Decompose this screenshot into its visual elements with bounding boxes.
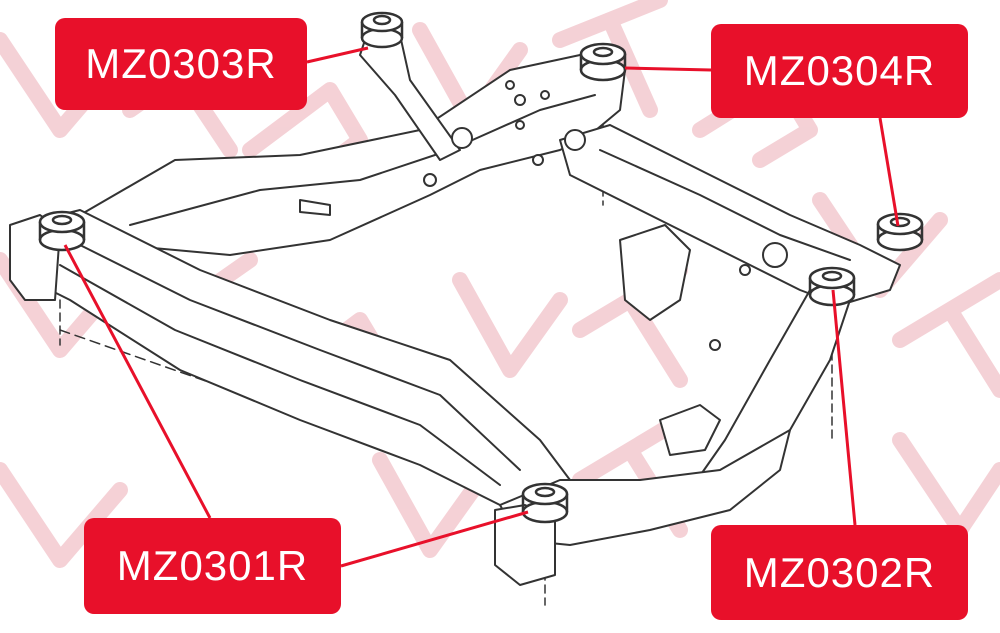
bushing-mz0302r [808,266,856,307]
leader-lines [63,46,900,568]
part-label-mz0303r: MZ0303R [55,18,307,110]
part-label-mz0302r: MZ0302R [711,525,968,620]
part-label-mz0304r: MZ0304R [711,24,968,118]
bushing-mz0301r-front [521,482,569,524]
bushing-mz0304r-front [876,212,924,252]
leader-mz0304r [624,66,712,72]
leader-mz0303r [306,46,369,64]
leader-mz0304r-b [878,117,900,227]
leader-mz0302r [831,289,857,526]
part-label-mz0301r: MZ0301R [84,518,341,614]
subframe-outline [9,34,901,606]
leader-mz0301r [63,244,212,519]
bushing-mz0301r [38,210,86,252]
bushing-mz0303r [360,11,404,49]
leader-mz0301r-b [340,510,529,568]
bushings [38,11,924,524]
bushing-mz0304r [579,42,627,82]
